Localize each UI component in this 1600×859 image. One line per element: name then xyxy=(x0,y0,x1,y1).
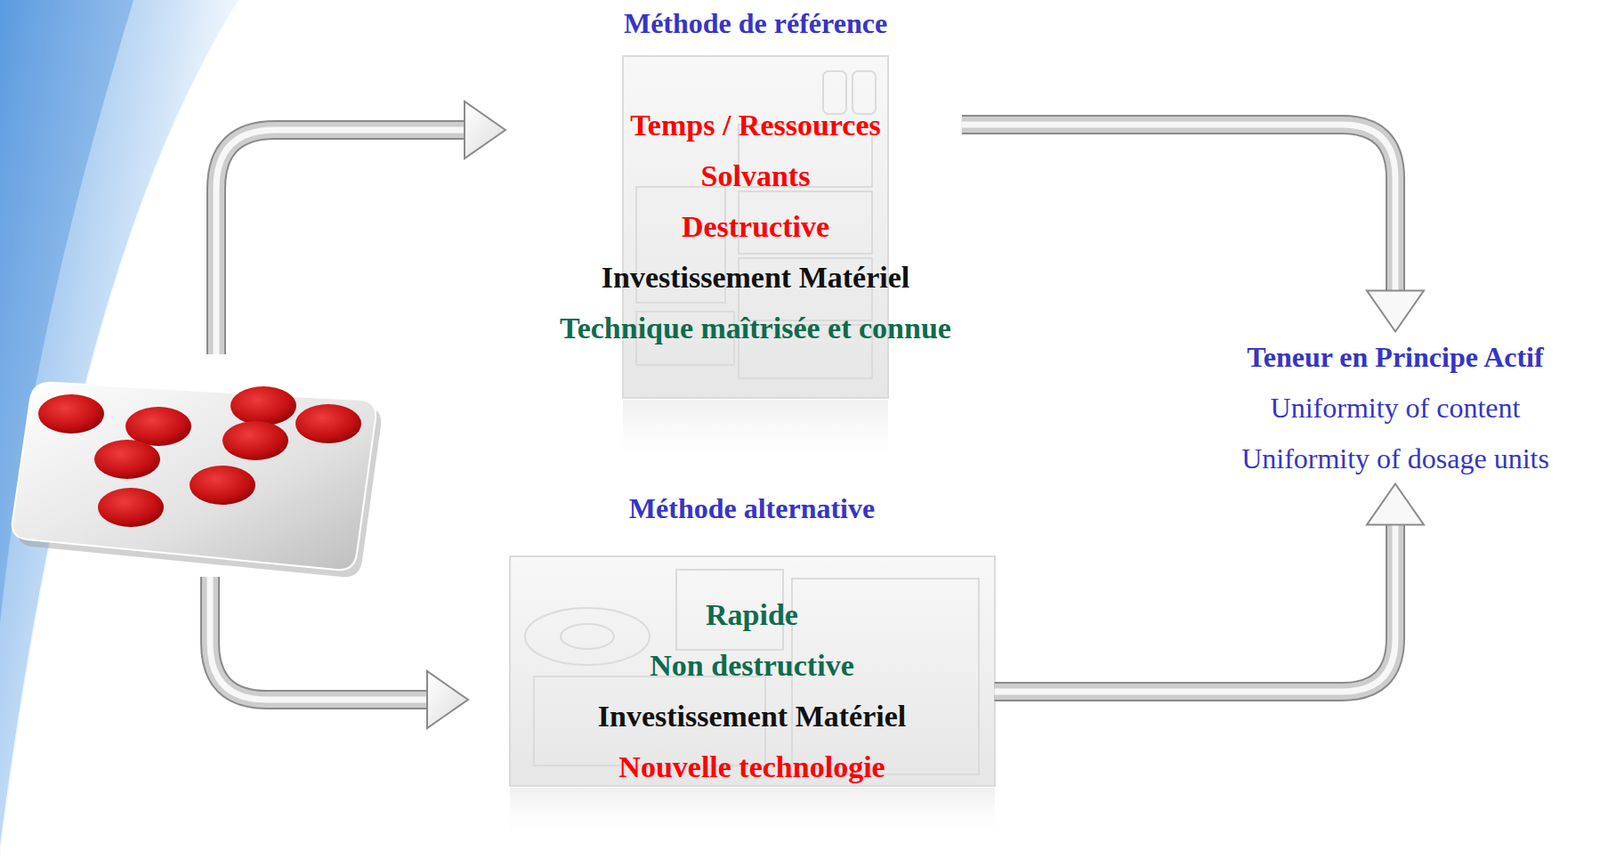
method-node: Teneur en Principe ActifUniformity of co… xyxy=(1230,331,1560,485)
drawback-item: Nouvelle technologie xyxy=(618,741,885,792)
arrow-shaft xyxy=(961,124,1396,291)
method-heading: Méthode alternative xyxy=(629,492,875,525)
method-node: Méthode alternativeRapideNon destructive… xyxy=(509,492,995,792)
method-heading: Méthode de référence xyxy=(623,7,888,40)
arrow-shaft xyxy=(994,525,1396,693)
advantage-item: Rapide xyxy=(705,589,799,640)
advantage-item: Non destructive xyxy=(649,639,854,691)
advantage-item: Technique maîtrisée et connue xyxy=(559,302,952,354)
drawback-item: Solvants xyxy=(701,150,811,202)
method-node: Méthode de référenceTemps / RessourcesSo… xyxy=(549,7,962,354)
flow-arrow xyxy=(994,484,1424,693)
result-item: Uniformity of dosage units xyxy=(1241,433,1550,485)
result-item: Uniformity of content xyxy=(1270,382,1521,434)
result-heading: Teneur en Principe Actif xyxy=(1246,331,1544,383)
neutral-item: Investissement Matériel xyxy=(601,251,911,303)
drawback-item: Temps / Ressources xyxy=(630,99,881,151)
arrow-head xyxy=(1366,484,1424,526)
arrow-shaft xyxy=(961,124,1396,291)
arrow-shaft xyxy=(994,525,1396,693)
arrow-shaft xyxy=(994,525,1396,693)
flow-arrow xyxy=(961,124,1424,332)
arrow-shaft xyxy=(961,124,1396,291)
arrow-head xyxy=(1366,290,1424,332)
neutral-item: Investissement Matériel xyxy=(597,690,907,742)
drawback-item: Destructive xyxy=(681,201,830,252)
